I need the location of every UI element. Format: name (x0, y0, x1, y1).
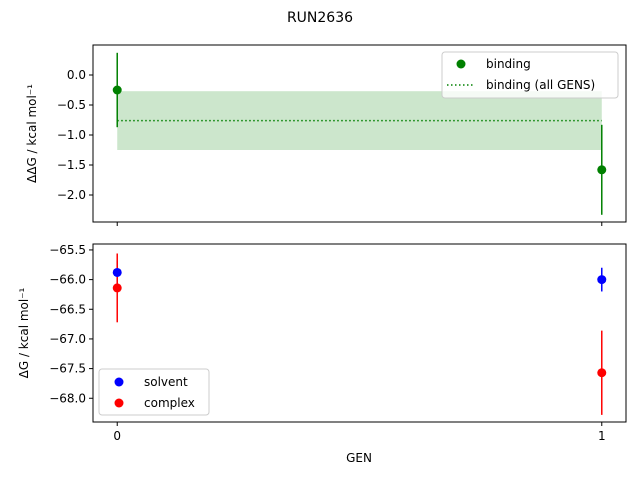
legend-frame (441, 51, 619, 99)
data-point-binding (597, 165, 607, 175)
legend-frame (98, 368, 210, 416)
legend-label: binding (all GENS) (486, 78, 595, 92)
axes-frame (92, 243, 627, 423)
data-point-solvent (597, 275, 607, 285)
data-point-complex (112, 283, 122, 293)
y-tick-label: −66.0 (49, 273, 86, 287)
data-point-complex (597, 368, 607, 378)
y-axis-label: ΔG / kcal mol⁻¹ (17, 287, 31, 378)
legend-marker-binding (456, 59, 466, 69)
x-tick-label: 1 (598, 429, 606, 443)
y-tick-label: −68.0 (49, 391, 86, 405)
y-tick-label: 0.0 (67, 68, 86, 82)
y-tick-label: −0.5 (57, 98, 86, 112)
y-tick-label: −65.5 (49, 243, 86, 257)
y-tick-label: −1.5 (57, 158, 86, 172)
legend-marker-solvent (114, 377, 124, 387)
data-point-binding (112, 85, 122, 95)
x-tick-label: 0 (113, 429, 121, 443)
data-point-solvent (112, 267, 122, 277)
y-tick-label: −67.0 (49, 332, 86, 346)
y-tick-label: −1.0 (57, 128, 86, 142)
y-tick-label: −66.5 (49, 302, 86, 316)
x-axis-label: GEN (346, 451, 372, 465)
legend-marker-complex (114, 398, 124, 408)
axes-frame (92, 44, 627, 223)
y-tick-label: −67.5 (49, 362, 86, 376)
top-axes: 0.0 −0.5 −1.0 −1.5 −2.0 ΔΔG / kcal mol⁻¹ bindi… (25, 44, 627, 226)
y-axis-label: ΔΔG / kcal mol⁻¹ (25, 84, 39, 183)
figure-title: RUN2636 (287, 10, 353, 26)
legend: solvent complex (98, 368, 210, 416)
legend-label: complex (144, 396, 195, 410)
legend-label: solvent (144, 375, 188, 389)
bottom-axes: −65.5 −66.0 −66.5 −67.0 −67.5 −68.0 0 1 ΔG / kca… (17, 243, 627, 443)
legend-label: binding (486, 57, 531, 71)
y-tick-label: −2.0 (57, 188, 86, 202)
legend: binding binding (all GENS) (441, 51, 619, 99)
